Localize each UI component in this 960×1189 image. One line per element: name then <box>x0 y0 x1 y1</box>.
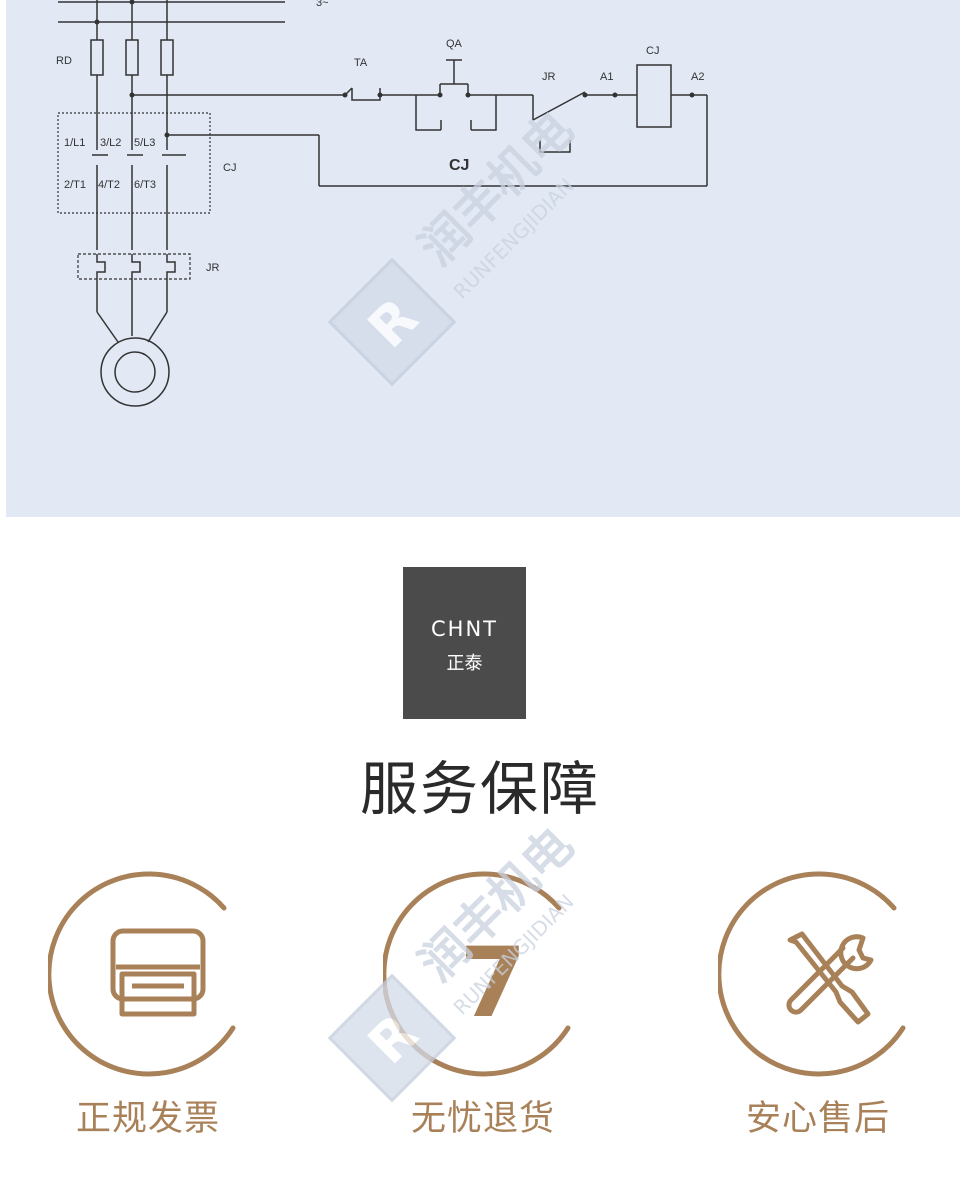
label-a1: A1 <box>600 71 613 83</box>
circuit-diagram: 3~ RD TA QA JR A1 A2 CJ CJ CJ JR 1/L1 3/… <box>56 0 708 407</box>
service-label-invoice: 正规发票 <box>75 1099 220 1139</box>
brand-logo: CHNT 正泰 <box>403 567 526 719</box>
brand-name-en: CHNT <box>431 617 498 641</box>
seven-day-icon: 7 <box>383 871 571 1077</box>
label-t2: 4/T2 <box>98 179 120 191</box>
label-l2: 3/L2 <box>100 137 121 149</box>
service-label-aftersales: 安心售后 <box>745 1099 890 1139</box>
label-cj-coil: CJ <box>646 45 659 57</box>
printer-icon <box>48 871 236 1077</box>
tools-icon <box>718 871 906 1077</box>
label-a2: A2 <box>691 71 704 83</box>
brand-name-zh: 正泰 <box>446 653 483 674</box>
section-title: 服务保障 <box>359 755 600 823</box>
label-rd: RD <box>56 55 72 67</box>
label-cj-aux: CJ <box>449 157 469 174</box>
seven-glyph: 7 <box>460 927 527 1039</box>
service-label-return: 无忧退货 <box>410 1099 555 1139</box>
label-l3: 5/L3 <box>134 137 155 149</box>
service-invoice: 正规发票 <box>38 868 258 1158</box>
label-t3: 6/T3 <box>134 179 156 191</box>
label-qa: QA <box>446 38 463 50</box>
label-3phase: 3~ <box>316 0 329 9</box>
label-cj-main: CJ <box>223 162 236 174</box>
service-aftersales: 安心售后 <box>708 868 928 1158</box>
label-ta: TA <box>354 57 368 69</box>
service-return: 7 无忧退货 <box>373 868 593 1158</box>
label-jr-main: JR <box>206 262 220 274</box>
label-l1: 1/L1 <box>64 137 85 149</box>
circuit-diagram-panel: 3~ RD TA QA JR A1 A2 CJ CJ CJ JR 1/L1 3/… <box>6 0 960 517</box>
label-t1: 2/T1 <box>64 179 86 191</box>
label-jr-contact: JR <box>542 71 556 83</box>
